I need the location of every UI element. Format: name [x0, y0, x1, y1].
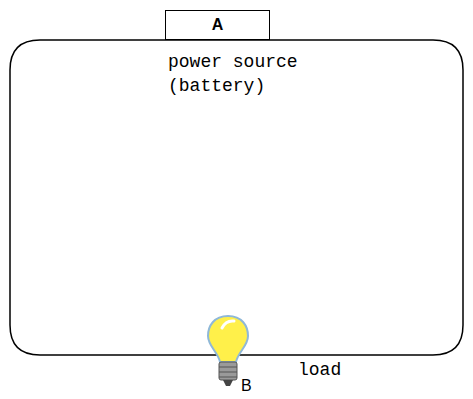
bulb-highlight — [222, 321, 234, 328]
bulb-thread — [219, 372, 237, 373]
bulb-thread — [219, 377, 237, 378]
bulb-thread — [219, 367, 237, 368]
light-bulb — [208, 316, 248, 386]
bulb-tip — [223, 380, 233, 386]
circuit-wire — [10, 40, 463, 355]
power-source-label: power source (battery) — [168, 50, 308, 99]
component-box: A — [165, 10, 270, 40]
bulb-glass — [208, 316, 248, 362]
load-label: load — [298, 358, 341, 382]
part-letter: B — [241, 377, 252, 395]
bulb-base — [219, 362, 237, 380]
component-letter: A — [212, 16, 224, 34]
